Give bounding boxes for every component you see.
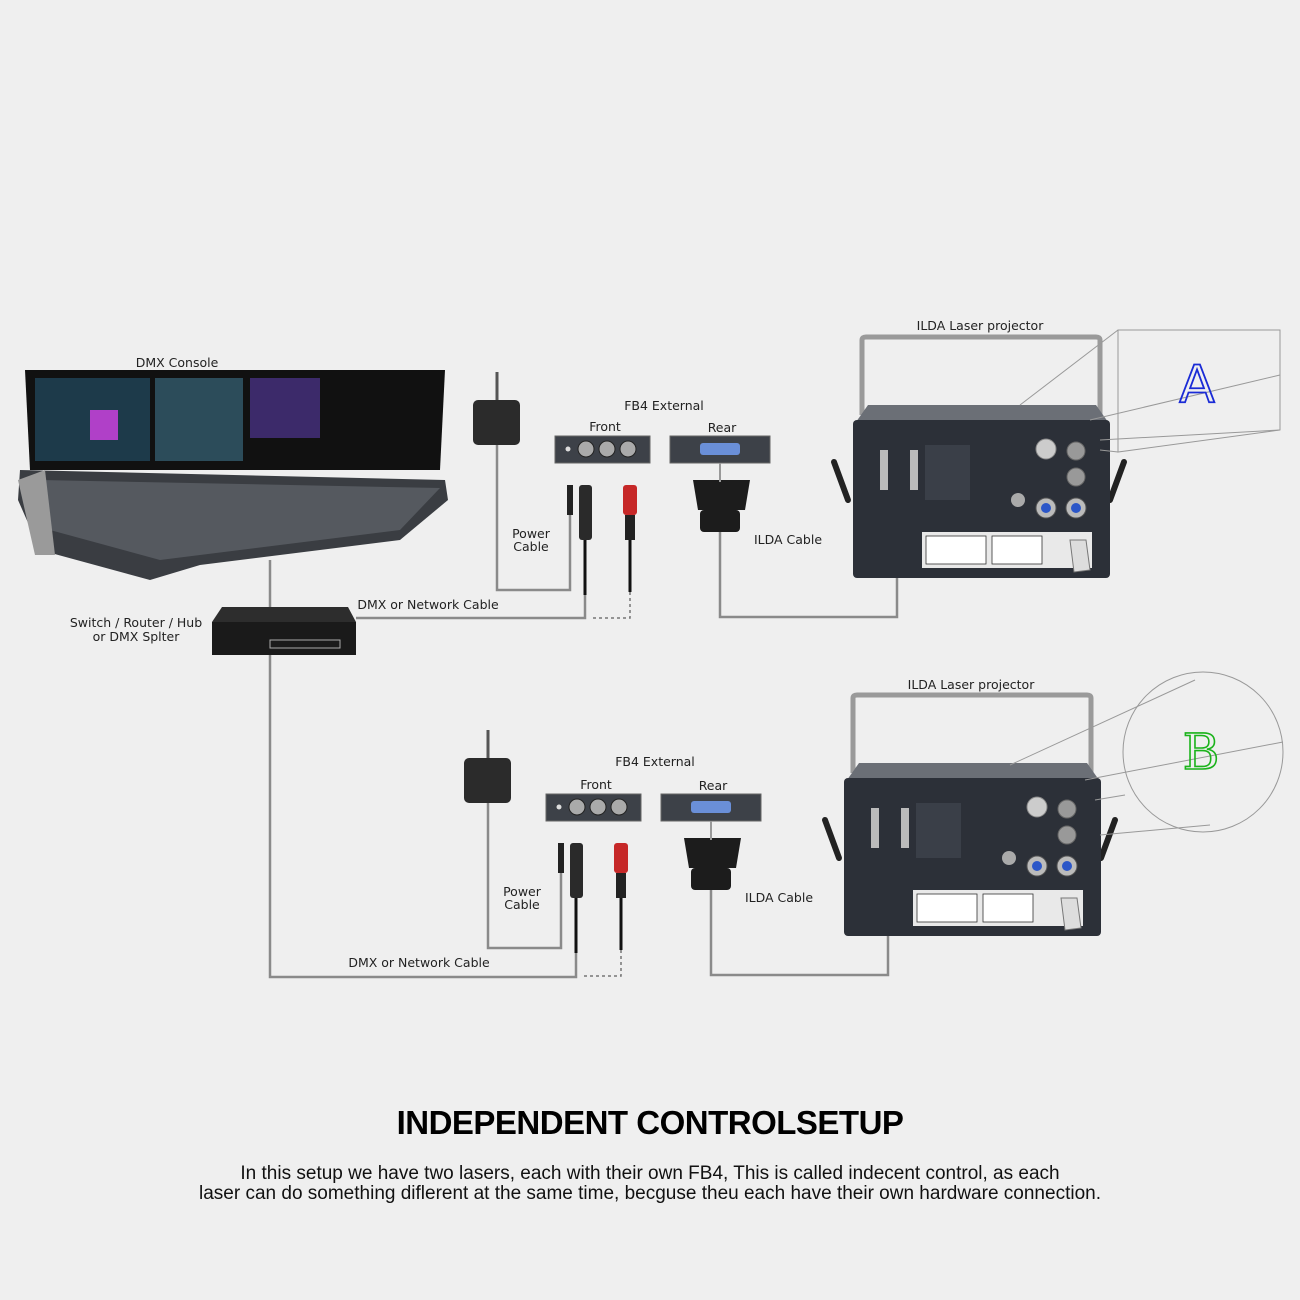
console-label: DMX Console [136,355,219,370]
power-cable-label-b-1: Power [503,884,542,899]
laser-projector-b [825,695,1115,936]
network-cable-b [268,655,578,979]
system-b: FB4 External Front Rear Power Cable ILDA… [348,671,1284,978]
ilda-cable-label-b: ILDA Cable [745,890,813,905]
projection-letter-a: A [1179,355,1215,415]
network-cable-label-a: DMX or Network Cable [357,597,499,612]
footer-title: INDEPENDENT CONTROLSETUP [381,1104,919,1146]
system-a: FB4 External Front Rear Power Cable ILDA… [357,318,1281,620]
ilda-cable-label-a: ILDA Cable [754,532,822,547]
power-cable-label-a-2: Cable [513,539,549,554]
switch-label-line1: Switch / Router / Hub [70,615,202,630]
footer-title-text: INDEPENDENT CONTROLSETUP [396,1104,904,1141]
front-label-a: Front [589,419,621,434]
fb4-label-b: FB4 External [615,754,695,769]
footer-title-wrap: INDEPENDENT CONTROLSETUP [0,1104,1300,1146]
projection-beam-a [1019,329,1281,453]
power-cable-label-a-1: Power [512,526,551,541]
projector-label-a: ILDA Laser projector [917,318,1045,333]
network-cable-label-b: DMX or Network Cable [348,955,490,970]
rear-label-a: Rear [708,420,737,435]
network-cable-a [356,595,587,620]
power-cable-label-b-2: Cable [504,897,540,912]
description-line2: laser can do something diflerent at the … [199,1183,1101,1204]
front-label-b: Front [580,777,612,792]
description-line1: In this setup we have two lasers, each w… [240,1163,1060,1184]
network-switch [212,607,356,655]
switch-label-line2: or DMX Splter [93,629,181,644]
dmx-console [18,370,448,580]
rear-label-b: Rear [699,778,728,793]
projection-screen-a [1117,329,1281,453]
projector-label-b: ILDA Laser projector [908,677,1036,692]
projection-screen-b [1122,671,1284,833]
projection-beam-b [1009,671,1284,836]
laser-projector-a [834,337,1124,578]
fb4-label-a: FB4 External [624,398,704,413]
projection-letter-b: B [1183,723,1220,781]
footer-description: In this setup we have two lasers, each w… [0,1164,1300,1204]
